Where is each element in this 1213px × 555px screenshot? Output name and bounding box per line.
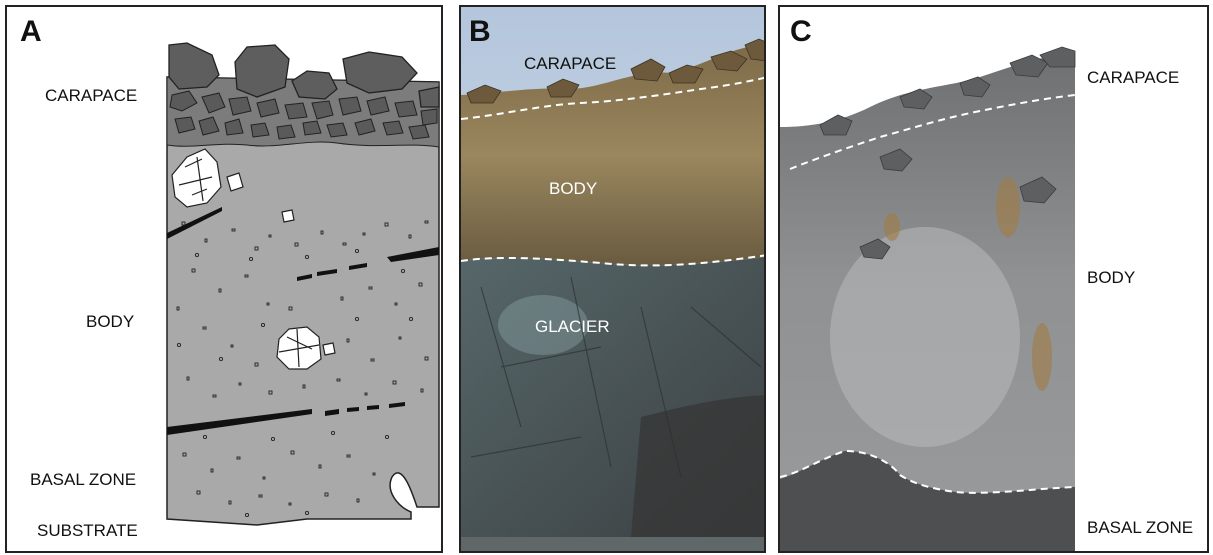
carapace-boulders [168,42,440,108]
panel-b-letter: B [469,15,491,48]
panel-c-letter: C [790,15,812,48]
panel-c-label-basal-zone: BASAL ZONE [1087,518,1194,537]
ice-block-middle [276,326,336,370]
panel-b-label-body: BODY [549,179,598,198]
panel-c-label-body: BODY [1087,268,1136,287]
dark-debris-lower-right [631,395,764,537]
panel-b: B CARAPACE BODY GLACIER [459,5,766,553]
panel-a-label-substrate: SUBSTRATE [37,521,138,540]
panel-b-label-glacier: GLACIER [535,317,610,336]
surface-boulders [819,46,1076,260]
panel-a: A [5,5,443,553]
shear-planes [167,207,439,435]
ice-block-upper [171,148,295,223]
panel-a-schematic [166,42,440,526]
orange-staining [884,177,1052,391]
light-ice-exposure [830,227,1020,447]
glacier-boundary [461,254,764,267]
carapace-clasts [169,90,438,140]
carapace-boundary [789,94,1076,170]
panel-c-label-carapace: CARAPACE [1087,68,1180,87]
panel-b-photo [461,7,764,551]
basal-boundary [780,449,1076,494]
carapace-boundary [461,76,764,120]
panel-c: C CARAPACE BODY BASAL ZONE [778,5,1209,553]
panel-a-letter: A [20,15,42,48]
debris-body-region [461,45,764,266]
ice-fractures [470,276,762,478]
panel-a-label-basal-zone: BASAL ZONE [30,470,137,489]
panel-a-label-carapace: CARAPACE [45,86,138,105]
ice-highlight [498,295,588,355]
basal-zone-region [780,451,1075,551]
lake-water [461,537,764,551]
panel-c-photo [780,7,1207,551]
panel-a-label-body: BODY [86,312,135,331]
carapace-rocks [466,38,764,104]
panel-b-label-carapace: CARAPACE [524,54,617,73]
body-clasts [176,220,429,518]
